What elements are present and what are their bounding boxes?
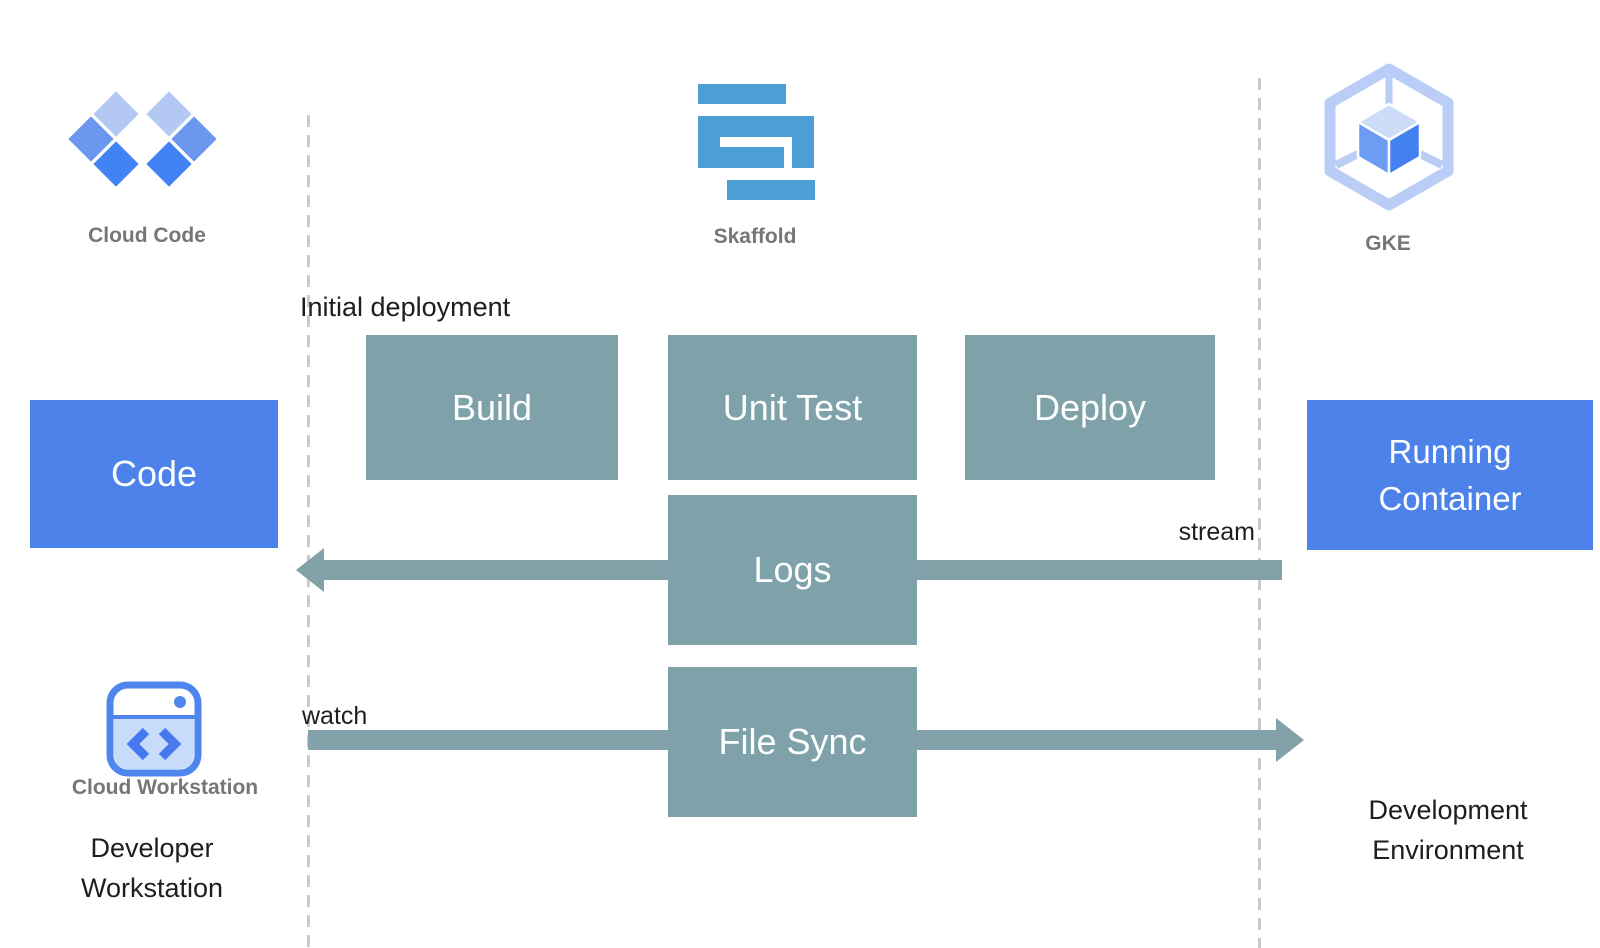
skaffold-bar — [698, 147, 784, 168]
workstation-boundary-line — [307, 115, 310, 948]
cluster-boundary-line — [1258, 78, 1261, 948]
gke-label: GKE — [1365, 232, 1411, 255]
skaffold-bar — [792, 116, 814, 168]
logs-box: Logs — [668, 495, 917, 645]
watch-arrow-head — [1276, 718, 1304, 762]
development-environment-label: Development Environment — [1368, 795, 1528, 865]
deploy-box: Deploy — [965, 335, 1215, 480]
code-box: Code — [30, 400, 278, 548]
gke-icon — [1314, 62, 1464, 212]
stream-arrow-head — [296, 548, 324, 592]
cloud-code-label: Cloud Code — [88, 224, 206, 247]
watch-label: watch — [302, 702, 368, 730]
developer-workstation-label: Developer Workstation — [80, 833, 224, 903]
initial-deployment-label: Initial deployment — [300, 292, 511, 322]
skaffold-label: Skaffold — [713, 225, 797, 248]
running-container-box: Running Container — [1307, 400, 1593, 550]
file-sync-box: File Sync — [668, 667, 917, 817]
build-box: Build — [366, 335, 618, 480]
cloud-workstation-label: Cloud Workstation — [71, 776, 259, 799]
unit-test-box: Unit Test — [668, 335, 917, 480]
skaffold-icon — [698, 84, 816, 200]
skaffold-bar — [727, 180, 815, 200]
skaffold-bar — [698, 84, 786, 104]
cloud-workstation-icon — [106, 681, 202, 777]
skaffold-bar — [698, 116, 814, 137]
stream-label: stream — [1178, 518, 1255, 546]
